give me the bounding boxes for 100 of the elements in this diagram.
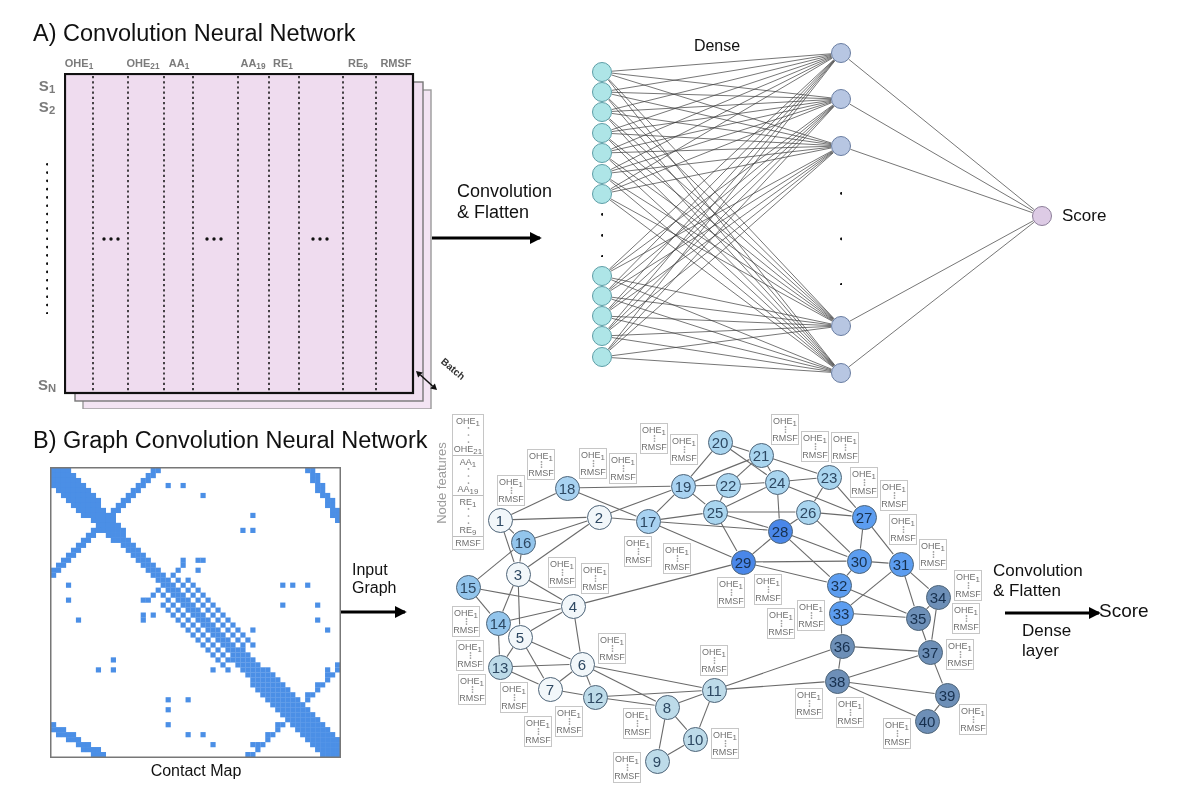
column-header: AA$_{19}$ [240,57,266,70]
graph-edge [561,690,584,696]
feature-box [831,431,859,463]
connection-line [611,101,832,172]
feature-label: OHE$_{1}$ [882,481,906,492]
column-header: OHE$_{21}$ [126,57,160,70]
feature-label: OHE$_{1}$ [550,558,574,569]
feature-label: OHE$_{1}$ [803,432,827,443]
graph-node: 33 [828,600,854,626]
feature-label: AA$_{19}$ [457,484,479,495]
graph-edge [847,685,917,717]
graph-edge [511,663,571,668]
feature-label: OHE$_{1}$ [797,689,821,700]
graph-node: 27 [851,504,877,530]
graph-edge [525,647,545,679]
graph-edge [850,571,892,606]
column-header: AA$_{1}$ [168,57,190,70]
connection-line [611,147,832,193]
feature-label: RMSF [890,532,916,543]
neuron [592,123,612,143]
feature-label: AA$_{1}$ [459,456,477,467]
feature-label: RMSF [525,734,551,745]
feature-label: RE$_{1}$ [459,497,477,508]
graph-node: 3 [505,561,531,587]
graph-edge [510,492,557,516]
graph-edge [477,549,514,580]
output-label: Score [1062,206,1107,226]
panel-title: B) Graph Convolution Neural Network [33,427,428,454]
graph-node: 4 [560,593,586,619]
graph-edge [656,494,675,513]
feature-box [581,562,609,594]
feature-label: RMSF [549,575,575,586]
feature-label: RMSF [755,592,781,603]
graph-edge [510,671,540,685]
graph-edge [731,445,750,452]
feature-label: RMSF [580,466,606,477]
feature-label: RMSF [837,715,863,726]
graph-edge [511,516,588,521]
feature-label: RMSF [768,626,794,637]
feature-label: RMSF [772,432,798,443]
arrow [341,606,407,618]
graph-node: 16 [510,529,536,555]
graph-edge [658,718,666,750]
graph-node: 25 [702,499,728,525]
graph-node: 40 [914,708,940,734]
feature-label: OHE$_{1}$ [502,683,526,694]
graph-node: 29 [730,549,756,575]
feature-label: OHE$_{1}$ [852,468,876,479]
graph-edge [839,596,841,602]
feature-label: RMSF [498,493,524,504]
graph-edge [754,564,828,583]
graph-edge [527,523,590,568]
feature-label: OHE$_{1}$ [769,609,793,620]
graph-edge [574,617,581,653]
connection-line [611,55,832,110]
connection-line [611,133,832,146]
feature-box [527,448,555,480]
graph-node: 21 [748,442,774,468]
feature-box [771,413,799,445]
feature-box [754,573,782,605]
graph-node: 14 [485,610,511,636]
graph-edge [678,693,703,704]
feature-box [717,576,745,608]
graph-edge [836,485,857,509]
feature-box [613,751,641,783]
row-label: S$_{N}$ [37,376,57,394]
feature-label: RMSF [671,452,697,463]
feature-box [767,607,795,639]
column-header: RE$_{1}$ [273,57,293,70]
feature-box [524,715,552,747]
feature-box [609,452,637,484]
neuron [592,82,612,102]
feature-label: RMSF [582,581,608,592]
graph-edge [838,657,841,670]
feature-label: RMSF [920,557,946,568]
connection-line [611,316,832,326]
feature-label: RMSF [624,726,650,737]
feature-label: OHE$_{1}$ [557,707,581,718]
graph-node: 19 [670,473,696,499]
feature-label: OHE$_{1}$ [891,515,915,526]
connection-line [611,99,832,112]
graph-node: 31 [888,551,914,577]
graph-edge [502,585,514,612]
graph-node: 35 [905,605,931,631]
graph-node: 15 [455,574,481,600]
graph-node: 17 [635,508,661,534]
feature-box [889,513,917,545]
connection-line [849,103,1034,212]
feature-label: RMSF [960,722,986,733]
graph-edge [788,486,853,513]
feature-box [959,703,987,735]
feature-box [836,696,864,728]
graph-edge [921,629,927,641]
graph-node: 7 [537,676,563,702]
connection-line [611,72,832,99]
connection-line [611,326,832,336]
graph-edge [848,682,936,694]
feature-label: RMSF [625,554,651,565]
map-caption: Contact Map [150,762,242,781]
graph-edge [674,715,688,731]
